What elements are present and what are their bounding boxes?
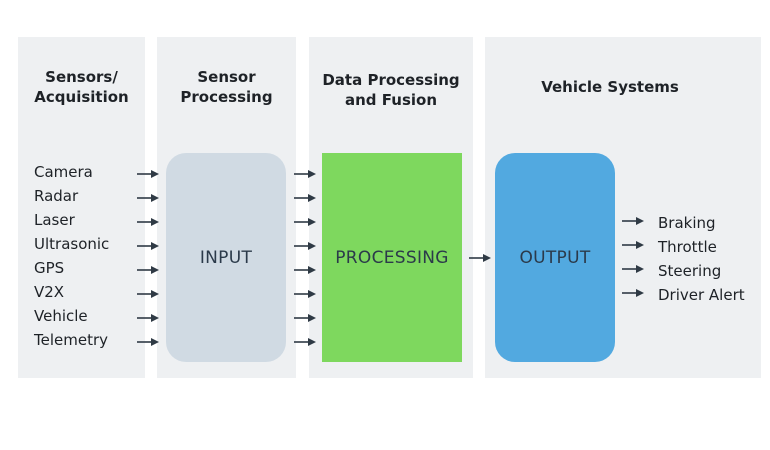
input-arrow-icon: [137, 289, 159, 299]
fusion-header-line2: and Fusion: [345, 91, 437, 109]
sensor-to-fusion-arrow-icon: [294, 337, 316, 347]
sensor-to-fusion-arrow-icon: [294, 217, 316, 227]
input-arrow-icon: [137, 241, 159, 251]
vehicle-systems-header: Vehicle Systems: [485, 77, 735, 97]
sensor-processing-header-line2: Processing: [180, 88, 273, 106]
fusion-header: Data Processing and Fusion: [309, 70, 473, 110]
input-item-laser: Laser: [34, 211, 75, 229]
acquisition-header-line2: Acquisition: [34, 88, 129, 106]
acquisition-header: Sensors/ Acquisition: [18, 67, 145, 107]
output-arrow-icon: [622, 216, 644, 226]
vehicle-systems-header-text: Vehicle Systems: [541, 78, 679, 96]
input-item-camera: Camera: [34, 163, 93, 181]
vehicle-output-list: Braking Throttle Steering Driver Alert: [658, 213, 763, 313]
input-arrow-icon: [137, 337, 159, 347]
input-item-gps: GPS: [34, 259, 65, 277]
input-item-v2x: V2X: [34, 283, 65, 301]
output-box: OUTPUT: [495, 153, 615, 362]
sensor-to-fusion-arrow-icon: [294, 241, 316, 251]
input-arrow-icon: [137, 169, 159, 179]
input-item-vehicle: Vehicle: [34, 307, 88, 325]
input-box: INPUT: [166, 153, 286, 362]
sensor-processing-header-line1: Sensor: [197, 68, 256, 86]
input-arrow-icon: [137, 217, 159, 227]
output-arrow-icon: [622, 264, 644, 274]
acquisition-column: [18, 37, 145, 378]
sensor-processing-header: Sensor Processing: [157, 67, 296, 107]
output-arrow-icon: [622, 240, 644, 250]
sensor-to-fusion-arrow-icon: [294, 265, 316, 275]
output-box-label: OUTPUT: [519, 247, 591, 268]
input-item-telemetry: Telemetry: [34, 331, 109, 349]
output-item-braking: Braking: [658, 214, 716, 232]
output-item-driver-alert: Driver Alert: [658, 286, 745, 304]
input-item-ultrasonic: Ultrasonic: [34, 235, 110, 253]
input-arrow-icon: [137, 193, 159, 203]
output-item-steering: Steering: [658, 262, 722, 280]
sensor-to-fusion-arrow-icon: [294, 193, 316, 203]
output-arrow-icon: [622, 288, 644, 298]
input-item-radar: Radar: [34, 187, 79, 205]
input-arrow-icon: [137, 313, 159, 323]
input-arrow-icon: [137, 265, 159, 275]
processing-box: PROCESSING: [322, 153, 462, 362]
sensor-input-list: Camera Radar Laser Ultrasonic GPS V2X Ve…: [34, 162, 144, 352]
processing-box-label: PROCESSING: [335, 247, 449, 268]
acquisition-header-line1: Sensors/: [45, 68, 118, 86]
processing-to-output-arrow-icon: [469, 253, 491, 263]
sensor-to-fusion-arrow-icon: [294, 313, 316, 323]
fusion-header-line1: Data Processing: [322, 71, 460, 89]
input-box-label: INPUT: [199, 247, 253, 268]
sensor-to-fusion-arrow-icon: [294, 169, 316, 179]
output-item-throttle: Throttle: [658, 238, 717, 256]
sensor-to-fusion-arrow-icon: [294, 289, 316, 299]
